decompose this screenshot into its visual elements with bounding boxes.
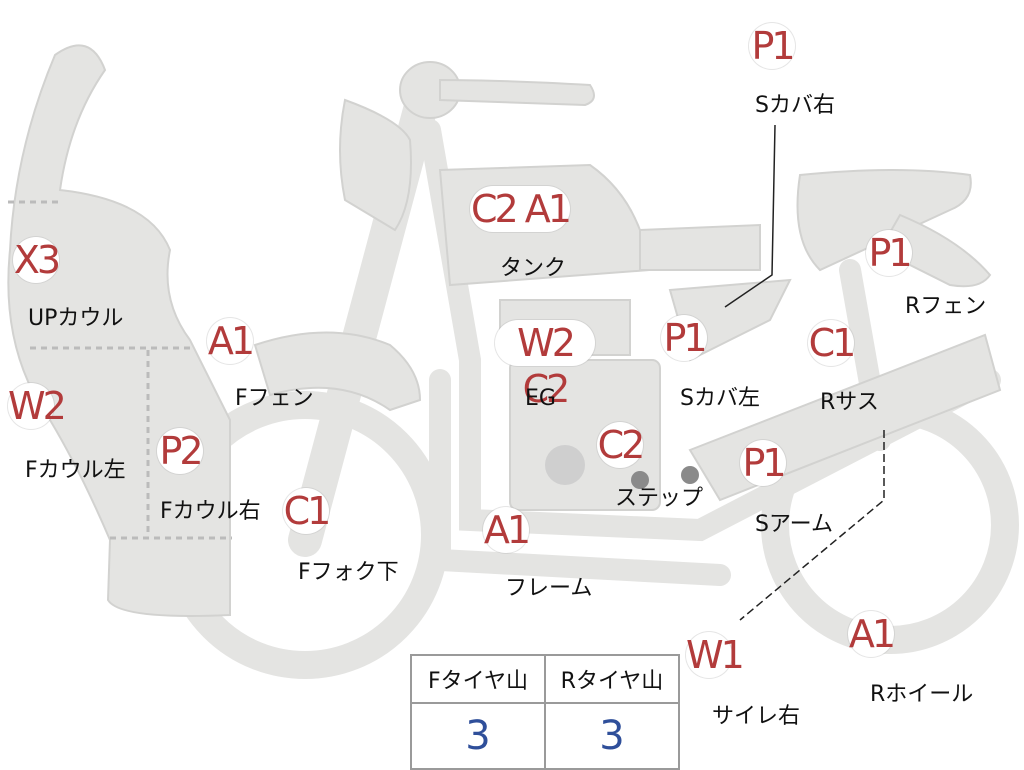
part-code-badge: W2 C2 [495,320,595,411]
part-label: Rサス [820,390,879,415]
part-label: Sアーム [755,512,833,537]
part-code-badge: P1 [661,315,708,361]
part-label: Fフェン [235,386,314,411]
part-label: Sカバ右 [755,93,835,118]
part-code-badge: A1 [207,318,255,364]
tire-table-value-row: 3 3 [410,702,680,770]
part-code-badge: P1 [749,23,796,69]
part-label: EG [525,386,556,411]
part-label: Fフォク下 [298,560,399,585]
part-code-badge: C1 [283,488,331,534]
front-tire-value: 3 [410,702,546,770]
headlight [339,98,412,232]
rear-tire-header: Rタイヤ山 [544,654,680,704]
part-code-badge: A1 [848,611,896,657]
tail [796,169,972,272]
seat [639,223,761,271]
tire-table-header-row: Fタイヤ山 Rタイヤ山 [410,654,680,704]
part-label: Rホイール [870,682,974,707]
tire-tread-table: Fタイヤ山 Rタイヤ山 3 3 [410,654,680,770]
part-code-badge: W1 [686,632,745,678]
front-fender [253,331,422,412]
part-code-badge: W2 [8,383,67,429]
part-label: Sカバ左 [680,386,760,411]
part-code-badge: P2 [157,428,204,474]
leader-scover-right [724,124,776,308]
part-label: ステップ [615,486,704,511]
handlebar [439,78,595,107]
part-code-badge: C2 [597,422,645,468]
frame-lower [429,369,731,586]
part-label: サイレ右 [712,704,801,729]
front-tire-header: Fタイヤ山 [410,654,546,704]
part-code-badge: C2 A1 [470,186,572,232]
footpeg-2 [681,466,699,484]
part-code-badge: P1 [866,230,913,276]
part-label: フレーム [505,576,593,601]
part-label: Fカウル右 [160,499,261,524]
part-code-badge: A1 [483,507,531,553]
leader-silencer [739,430,885,621]
engine-detail [545,445,585,485]
part-code-badge: X3 [13,237,61,283]
part-code-badge: P1 [740,440,787,486]
rear-tire-value: 3 [544,702,680,770]
part-label: Fカウル左 [25,458,126,483]
part-label: UPカウル [28,306,124,331]
part-label: タンク [500,256,567,281]
part-code-badge: C1 [808,320,856,366]
footpeg-1 [631,471,649,489]
part-label: Rフェン [905,294,987,319]
